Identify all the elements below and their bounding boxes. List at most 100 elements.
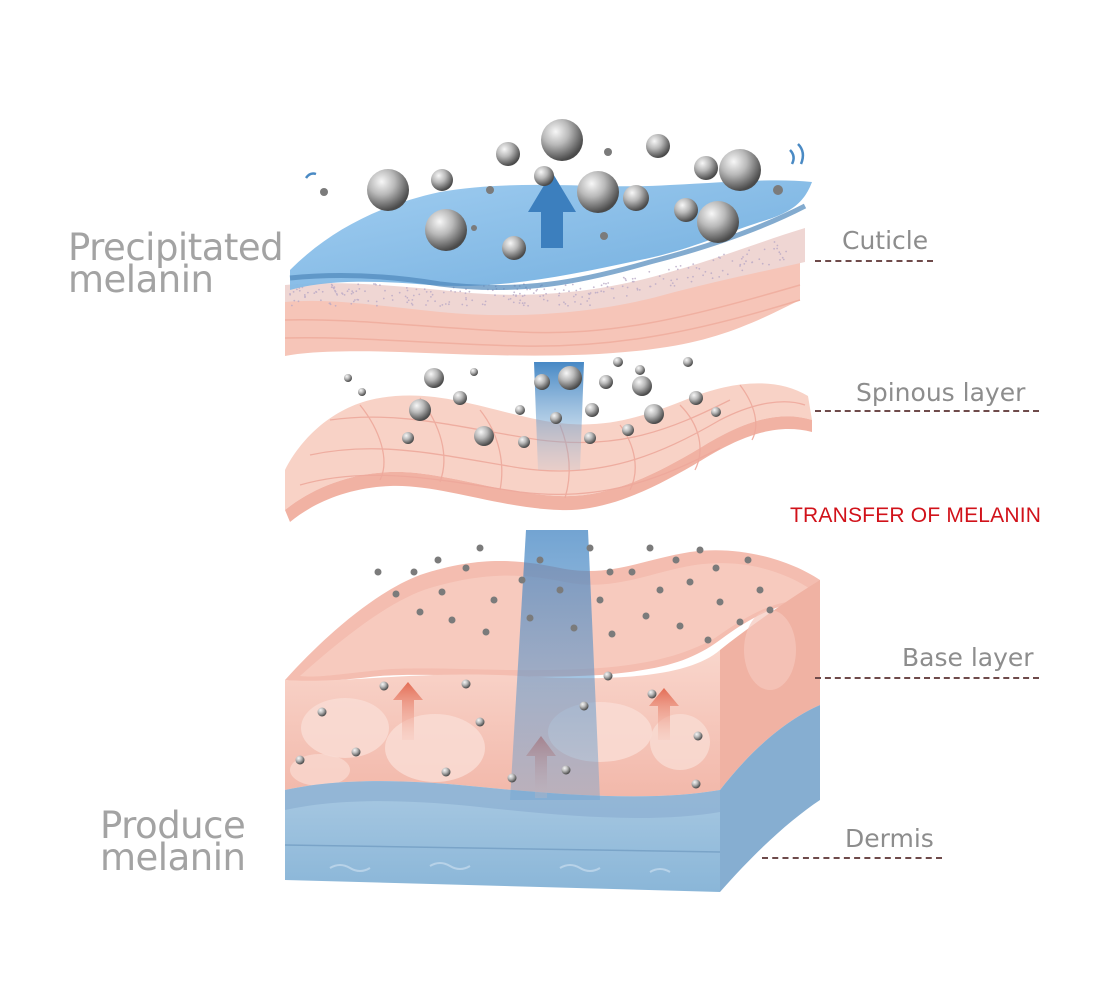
- melanin-particle: [622, 424, 634, 436]
- melanin-particle: [646, 544, 654, 552]
- transfer-of-melanin-label: TRANSFER OF MELANIN: [790, 504, 1042, 527]
- melanin-particle: [462, 564, 470, 572]
- melanin-particle: [697, 201, 739, 243]
- melanin-particle: [556, 586, 564, 594]
- melanin-particle: [586, 544, 594, 552]
- produce-line-1: Produce: [100, 804, 246, 847]
- melanin-particle: [482, 628, 490, 636]
- pink-arrow-right: [649, 688, 679, 740]
- melanin-particle: [534, 374, 550, 390]
- melanin-particle: [448, 616, 456, 624]
- melanin-particle: [646, 134, 670, 158]
- melanin-particle: [379, 681, 389, 691]
- melanin-particle: [367, 169, 409, 211]
- melanin-particle: [392, 590, 400, 598]
- melanin-particle: [453, 391, 467, 405]
- produce-line-2: melanin: [100, 836, 246, 879]
- melanin-particle: [623, 185, 649, 211]
- melanin-particle: [693, 731, 703, 741]
- melanin-particle: [526, 614, 534, 622]
- melanin-particle: [613, 357, 623, 367]
- precipitated-melanin-label: Precipitated melanin: [68, 226, 284, 301]
- melanin-particle: [604, 148, 612, 156]
- melanin-particle: [696, 546, 704, 554]
- melanin-particle: [550, 412, 562, 424]
- melanin-particle: [358, 388, 366, 396]
- melanin-particle: [295, 755, 305, 765]
- melanin-particle: [635, 365, 645, 375]
- melanin-particle: [704, 636, 712, 644]
- melanin-particle: [656, 586, 664, 594]
- melanin-particle: [424, 368, 444, 388]
- produce-melanin-label: Produce melanin: [100, 804, 246, 879]
- melanin-particle: [434, 556, 442, 564]
- melanin-particle: [579, 701, 589, 711]
- base-leader-line: [815, 677, 1039, 679]
- melanin-particle: [608, 630, 616, 638]
- melanin-particle: [599, 375, 613, 389]
- melanin-particle: [603, 671, 613, 681]
- melanin-particle: [596, 596, 604, 604]
- melanin-particle: [712, 564, 720, 572]
- melanin-particle: [402, 432, 414, 444]
- melanin-particle: [744, 556, 752, 564]
- melanin-particle: [507, 773, 517, 783]
- melanin-particle: [475, 717, 485, 727]
- melanin-particle: [351, 747, 361, 757]
- melanin-particle: [425, 209, 467, 251]
- melanin-particle: [558, 366, 582, 390]
- melanin-particle: [474, 426, 494, 446]
- melanin-particle: [711, 407, 721, 417]
- melanin-particle: [686, 578, 694, 586]
- melanin-particle: [585, 403, 599, 417]
- melanin-particle: [471, 225, 477, 231]
- melanin-particle: [716, 598, 724, 606]
- melanin-particle: [674, 198, 698, 222]
- melanin-particle: [644, 404, 664, 424]
- melanin-particle: [461, 679, 471, 689]
- melanin-particle: [691, 779, 701, 789]
- melanin-particle: [476, 544, 484, 552]
- melanin-particle: [577, 171, 619, 213]
- melanin-particle: [683, 357, 693, 367]
- melanin-particle: [515, 405, 525, 415]
- melanin-particle: [320, 188, 328, 196]
- melanin-particle: [502, 236, 526, 260]
- melanin-particle: [606, 568, 614, 576]
- melanin-particle: [470, 368, 478, 376]
- precipitated-line-2: melanin: [68, 258, 214, 301]
- melanin-particle: [628, 568, 636, 576]
- melanin-particle: [694, 156, 718, 180]
- melanin-particle: [642, 612, 650, 620]
- melanin-particle: [490, 596, 498, 604]
- blue-arrow-up-icon: [528, 172, 576, 248]
- melanin-particle: [570, 624, 578, 632]
- melanin-particle: [431, 169, 453, 191]
- cuticle-label: Cuticle: [842, 226, 929, 255]
- melanin-particle: [584, 432, 596, 444]
- melanin-particles: [295, 119, 783, 789]
- melanin-particle: [344, 374, 352, 382]
- melanin-particle: [416, 608, 424, 616]
- melanin-particle: [689, 391, 703, 405]
- cuticle-leader-line: [815, 260, 933, 262]
- melanin-particle: [409, 399, 431, 421]
- melanin-particle: [647, 689, 657, 699]
- melanin-particle: [518, 436, 530, 448]
- precipitated-line-1: Precipitated: [68, 226, 284, 269]
- melanin-particle: [672, 556, 680, 564]
- melanin-particle: [486, 186, 494, 194]
- melanin-particle: [496, 142, 520, 166]
- melanin-particle: [766, 606, 774, 614]
- base-layer-label: Base layer: [902, 643, 1034, 672]
- melanin-particle: [410, 568, 418, 576]
- melanin-particle: [438, 588, 446, 596]
- melanin-particle: [536, 556, 544, 564]
- melanin-particle: [736, 618, 744, 626]
- melanin-particle: [773, 185, 783, 195]
- melanin-particle: [676, 622, 684, 630]
- base-and-dermis-block: [284, 550, 820, 892]
- melanin-particle: [541, 119, 583, 161]
- spinous-layer-label: Spinous layer: [856, 378, 1026, 407]
